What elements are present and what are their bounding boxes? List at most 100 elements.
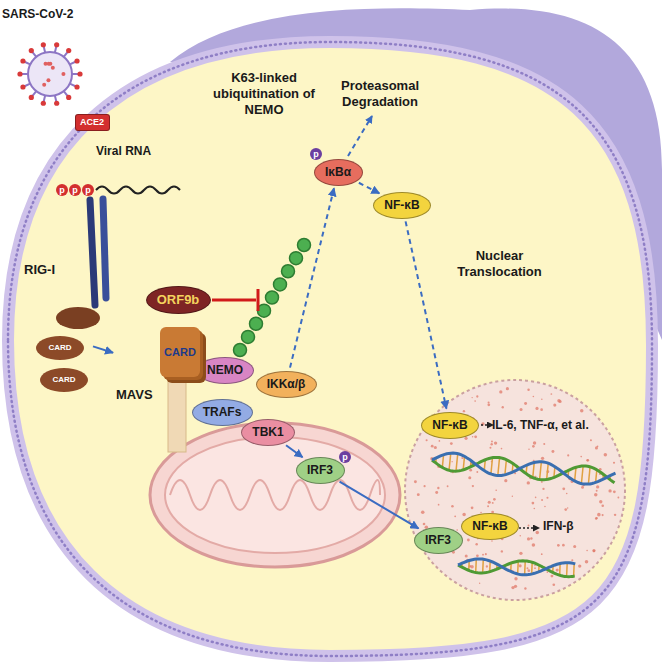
nucleus-speckle: [476, 395, 478, 397]
nucleus-speckle: [519, 564, 522, 567]
nucleus-speckle: [490, 443, 492, 445]
annotation-label: IFN-β: [543, 519, 574, 534]
annotation-label: Nuclear Translocation: [432, 248, 567, 280]
nucleus-speckle: [532, 543, 536, 547]
nucleus-speckle: [471, 506, 474, 509]
signal-arrow: [93, 346, 113, 352]
nucleus-speckle: [482, 554, 484, 556]
nucleus-speckle: [604, 453, 608, 457]
ubiquitin: [298, 239, 311, 252]
transcription-arrow: [519, 527, 539, 529]
ubiquitin: [266, 291, 279, 304]
nucleus-speckle: [476, 554, 479, 557]
spike-tip: [20, 84, 25, 89]
nucleus-speckle: [493, 498, 496, 501]
nucleus-speckle: [451, 505, 454, 508]
nucleus-speckle: [437, 487, 439, 489]
nucleus-speckle: [590, 439, 592, 441]
protein-node: NEMO: [196, 357, 254, 384]
ubiquitin-chain: [234, 239, 311, 357]
nucleus-speckle: [613, 490, 616, 493]
nucleus-speckle: [541, 398, 543, 400]
nucleus-speckle: [544, 506, 546, 508]
protein-node: IRF3: [414, 527, 463, 554]
nucleus-speckle: [566, 493, 568, 495]
nucleus-speckle: [426, 439, 428, 441]
labelled-figure: SARS-CoV-2: [2, 6, 112, 110]
dna-rung: [566, 563, 568, 577]
nucleus-speckle: [470, 565, 474, 569]
nucleus-speckle: [556, 568, 559, 571]
nucleus-speckle: [596, 517, 598, 519]
nucleus-speckle: [506, 387, 509, 390]
protein-node: IRF3: [296, 457, 345, 484]
nucleus-speckle: [474, 400, 476, 402]
spike-tip: [66, 48, 71, 53]
nucleus-speckle: [447, 485, 449, 487]
nucleus-speckle: [527, 569, 530, 572]
mitochondrion-inner: [165, 437, 385, 553]
node-text: ORF9b: [157, 292, 200, 308]
nucleus-speckle: [614, 514, 616, 516]
nucleus-speckle: [534, 567, 536, 569]
virus-rna-dot: [61, 72, 65, 76]
ubiquitin: [234, 344, 247, 357]
virus: [17, 42, 82, 106]
node-text: ACE2: [80, 117, 104, 128]
nucleus-speckle: [485, 553, 487, 555]
nucleus-speckle: [511, 586, 514, 589]
nucleus-speckle: [423, 485, 425, 487]
nucleus-speckle: [562, 544, 565, 547]
nucleus-speckle: [533, 441, 536, 444]
nucleus-speckle: [533, 396, 535, 398]
nucleus-speckle: [541, 457, 544, 460]
nucleus-speckle: [475, 543, 478, 546]
dna-rung: [463, 456, 464, 470]
node-text: NF-κB: [432, 418, 467, 433]
nucleus-speckle: [527, 481, 530, 484]
nucleus-speckle: [532, 502, 535, 505]
nucleus-speckles: [414, 387, 619, 590]
virus-body: [28, 52, 72, 96]
nucleus-speckle: [463, 410, 465, 412]
nucleus-speckle: [541, 553, 543, 555]
nucleus-speckle: [421, 510, 425, 514]
nucleus-speckle: [528, 449, 530, 451]
nucleus-speckle: [608, 489, 611, 492]
nucleus-speckle: [596, 490, 598, 492]
nucleus-speckle: [438, 504, 440, 506]
dna-rung: [475, 559, 477, 572]
degradation-arrow: [348, 116, 372, 156]
dna-rung: [540, 462, 542, 480]
nucleus-speckle: [530, 537, 532, 539]
ubiquitin: [274, 278, 287, 291]
nucleus-speckle: [454, 515, 456, 517]
node-text: NF-κB: [384, 198, 419, 213]
nucleus-speckle: [581, 486, 584, 489]
nucleus-speckle: [472, 485, 474, 487]
nucleus-speckle: [492, 502, 494, 504]
node-text: TRAFs: [203, 405, 242, 420]
dna-rung: [505, 460, 506, 475]
ubiquitin: [242, 330, 255, 343]
nucleus-speckle: [491, 540, 493, 542]
nucleus-speckle: [504, 479, 507, 482]
nucleus-speckle: [524, 587, 526, 589]
nucleus-speckle: [528, 525, 530, 527]
annotation-label: IL-6, TNF-α, et al.: [492, 418, 589, 433]
domain-label: CARD: [40, 343, 80, 353]
nucleus: [405, 380, 625, 600]
node-text: SARS-CoV-2: [2, 6, 112, 22]
transcription-arrow: [481, 424, 493, 426]
nucleus-speckle: [541, 481, 543, 483]
nucleus-speckle: [520, 535, 521, 536]
nucleus-speckle: [601, 505, 604, 508]
nucleus-speckle: [536, 531, 539, 534]
mitochondrion-cristae: [170, 480, 380, 510]
nucleus-speckle: [512, 495, 513, 496]
signal-arrow: [286, 445, 303, 457]
cell-membrane: [8, 42, 652, 656]
nucleus-speckle: [462, 513, 465, 516]
